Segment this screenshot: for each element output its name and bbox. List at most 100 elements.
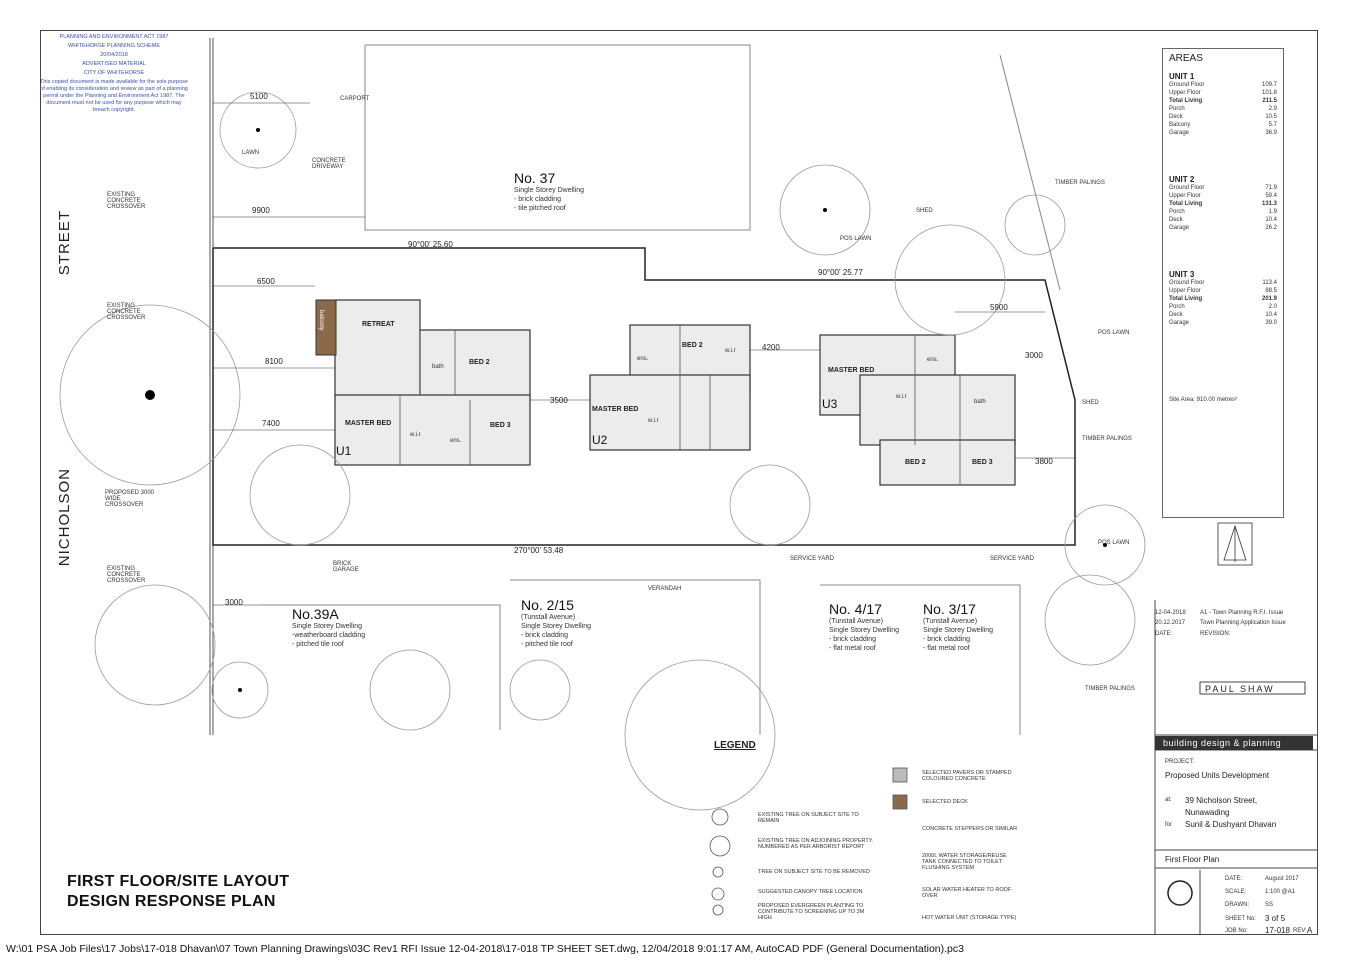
for-label: for	[1165, 822, 1173, 828]
legend-item: 2000L WATER STORAGE/REUSE TANK CONNECTED…	[922, 853, 1007, 871]
room-master-bed-u1: MASTER BED	[345, 420, 392, 427]
neighbour-desc: Single Storey Dwelling	[514, 187, 585, 194]
room-ens-u3: ens.	[927, 357, 939, 363]
site-label-pos-lawn: POS LAWN	[1098, 330, 1130, 336]
neighbour-no37: No. 37 Single Storey Dwelling - brick cl…	[514, 170, 584, 213]
room-bath-u3: bath	[974, 399, 986, 405]
neighbour-desc: - brick cladding	[521, 632, 569, 639]
stamp-line: WHITEHORSE PLANNING SCHEME	[68, 43, 160, 49]
neighbour-desc: - pitched tile roof	[521, 641, 573, 648]
site-label-palings: TIMBER PALINGS	[1085, 686, 1135, 692]
legend-item: SOLAR WATER HEATER TO ROOF OVER	[922, 887, 1012, 899]
neighbour-desc: (Tunstall Avenue)	[923, 618, 978, 625]
date-value: August 2017	[1265, 876, 1299, 882]
unit-label-u3: U3	[822, 397, 838, 411]
dimension: 3500	[550, 396, 568, 405]
survey-bearing: 270°00' 53.48	[514, 546, 564, 555]
neighbour-desc: - brick cladding	[923, 636, 971, 643]
neighbour-desc: -weatherboard cladding	[292, 632, 366, 639]
room-retreat: RETREAT	[362, 321, 395, 328]
legend-item: SELECTED PAVERS OR STAMPED COLOURED CONC…	[922, 770, 1012, 782]
dimension: 4200	[762, 343, 780, 352]
legend-item: CONCRETE STEPPERS OR SIMILAR	[922, 826, 1018, 832]
dimension: 3000	[1025, 351, 1043, 360]
job-label: JOB No:	[1225, 928, 1248, 934]
neighbour-desc: Single Storey Dwelling	[292, 623, 363, 630]
neighbour-no4-17: No. 4/17 (Tunstall Avenue) Single Storey…	[829, 601, 899, 653]
neighbour-number: No. 4/17	[829, 601, 882, 617]
areas-unit-name: UNIT 1	[1169, 72, 1195, 81]
room-bath-u1: bath	[432, 364, 444, 370]
areas-site-area: Site Area: 910.00 metres²	[1169, 397, 1238, 403]
legend-title: LEGEND	[714, 740, 756, 751]
room-ens-u1: ens.	[450, 438, 462, 444]
site-label-carport: CARPORT	[340, 96, 370, 102]
client-name: Sunil & Dushyant Dhavan	[1185, 820, 1277, 829]
revision-date: 12-04-2018	[1155, 610, 1186, 616]
street-label: STREET	[56, 210, 73, 276]
address-line1: 39 Nicholson Street,	[1185, 796, 1258, 805]
neighbour-desc: (Tunstall Avenue)	[521, 614, 576, 621]
dimension: 9900	[252, 206, 270, 215]
sheet-value: 3 of 5	[1265, 914, 1286, 923]
site-label-brick-garage: BRICK GARAGE	[333, 561, 359, 573]
date-label: DATE:	[1225, 876, 1243, 882]
project-label: PROJECT:	[1165, 759, 1195, 765]
room-master-bed-u2: MASTER BED	[592, 406, 639, 413]
drawing-sheet	[40, 30, 1318, 935]
dimension: 5100	[250, 92, 268, 101]
areas-unit-name: UNIT 3	[1169, 270, 1195, 279]
drawing-title-line2: DESIGN RESPONSE PLAN	[67, 893, 276, 910]
dimension: 5900	[990, 303, 1008, 312]
scale-label: SCALE:	[1225, 889, 1247, 895]
room-wir-u1: w.i.r	[410, 432, 421, 438]
planning-stamp: PLANNING AND ENVIRONMENT ACT 1987 WHITEH…	[38, 34, 190, 116]
room-master-bed-u3: MASTER BED	[828, 367, 875, 374]
project-name: Proposed Units Development	[1165, 771, 1270, 780]
title-block: 12-04-2018 A1 - Town Planning R.F.I. Iss…	[1155, 600, 1315, 935]
nicholson-label: NICHOLSON	[56, 468, 73, 567]
neighbour-desc: - flat metal roof	[829, 645, 876, 652]
address-line2: Nunawading	[1185, 808, 1230, 817]
site-label-shed: SHED	[1082, 400, 1099, 406]
drawn-value: SS	[1265, 902, 1274, 908]
stamp-line: ADVERTISED MATERIAL	[82, 61, 146, 67]
room-bed2-u3: BED 2	[905, 459, 926, 466]
stamp-line: 20/04/2018	[100, 52, 128, 58]
neighbour-desc: - tile pitched roof	[514, 205, 566, 212]
site-label-service-yard: SERVICE YARD	[790, 556, 835, 562]
neighbour-number: No. 37	[514, 170, 556, 186]
room-balcony: balcony	[318, 310, 324, 331]
file-path-footer: W:\01 PSA Job Files\17 Jobs\17-018 Dhava…	[6, 943, 964, 955]
room-ens-u2: ens.	[637, 356, 649, 362]
room-wir2-u2: w.i.r	[725, 348, 736, 354]
site-label-driveway: CONCRETE DRIVEWAY	[312, 158, 346, 170]
unit-label-u2: U2	[592, 433, 608, 447]
neighbour-desc: Single Storey Dwelling	[829, 627, 900, 634]
neighbour-desc: - brick cladding	[829, 636, 877, 643]
neighbour-desc: Single Storey Dwelling	[923, 627, 994, 634]
legend-item: SUGGESTED CANOPY TREE LOCATION	[758, 889, 863, 895]
room-wir-u3: w.i.r	[896, 394, 907, 400]
sheet-label: SHEET No:	[1225, 916, 1256, 922]
legend-item: HOT WATER UNIT (STORAGE TYPE)	[922, 915, 1017, 921]
stamp-line: This copied document is made available f…	[40, 79, 188, 113]
site-label-pos-lawn: POS LAWN	[1098, 540, 1130, 546]
legend-item: EXISTING TREE ON ADJOINING PROPERTY. NUM…	[758, 838, 874, 850]
room-bed3-u1: BED 3	[490, 422, 511, 429]
neighbour-number: No. 2/15	[521, 597, 574, 613]
survey-bearing: 90°00' 25.77	[818, 268, 863, 277]
site-label-crossover: EXISTING CONCRETE CROSSOVER	[107, 566, 146, 584]
